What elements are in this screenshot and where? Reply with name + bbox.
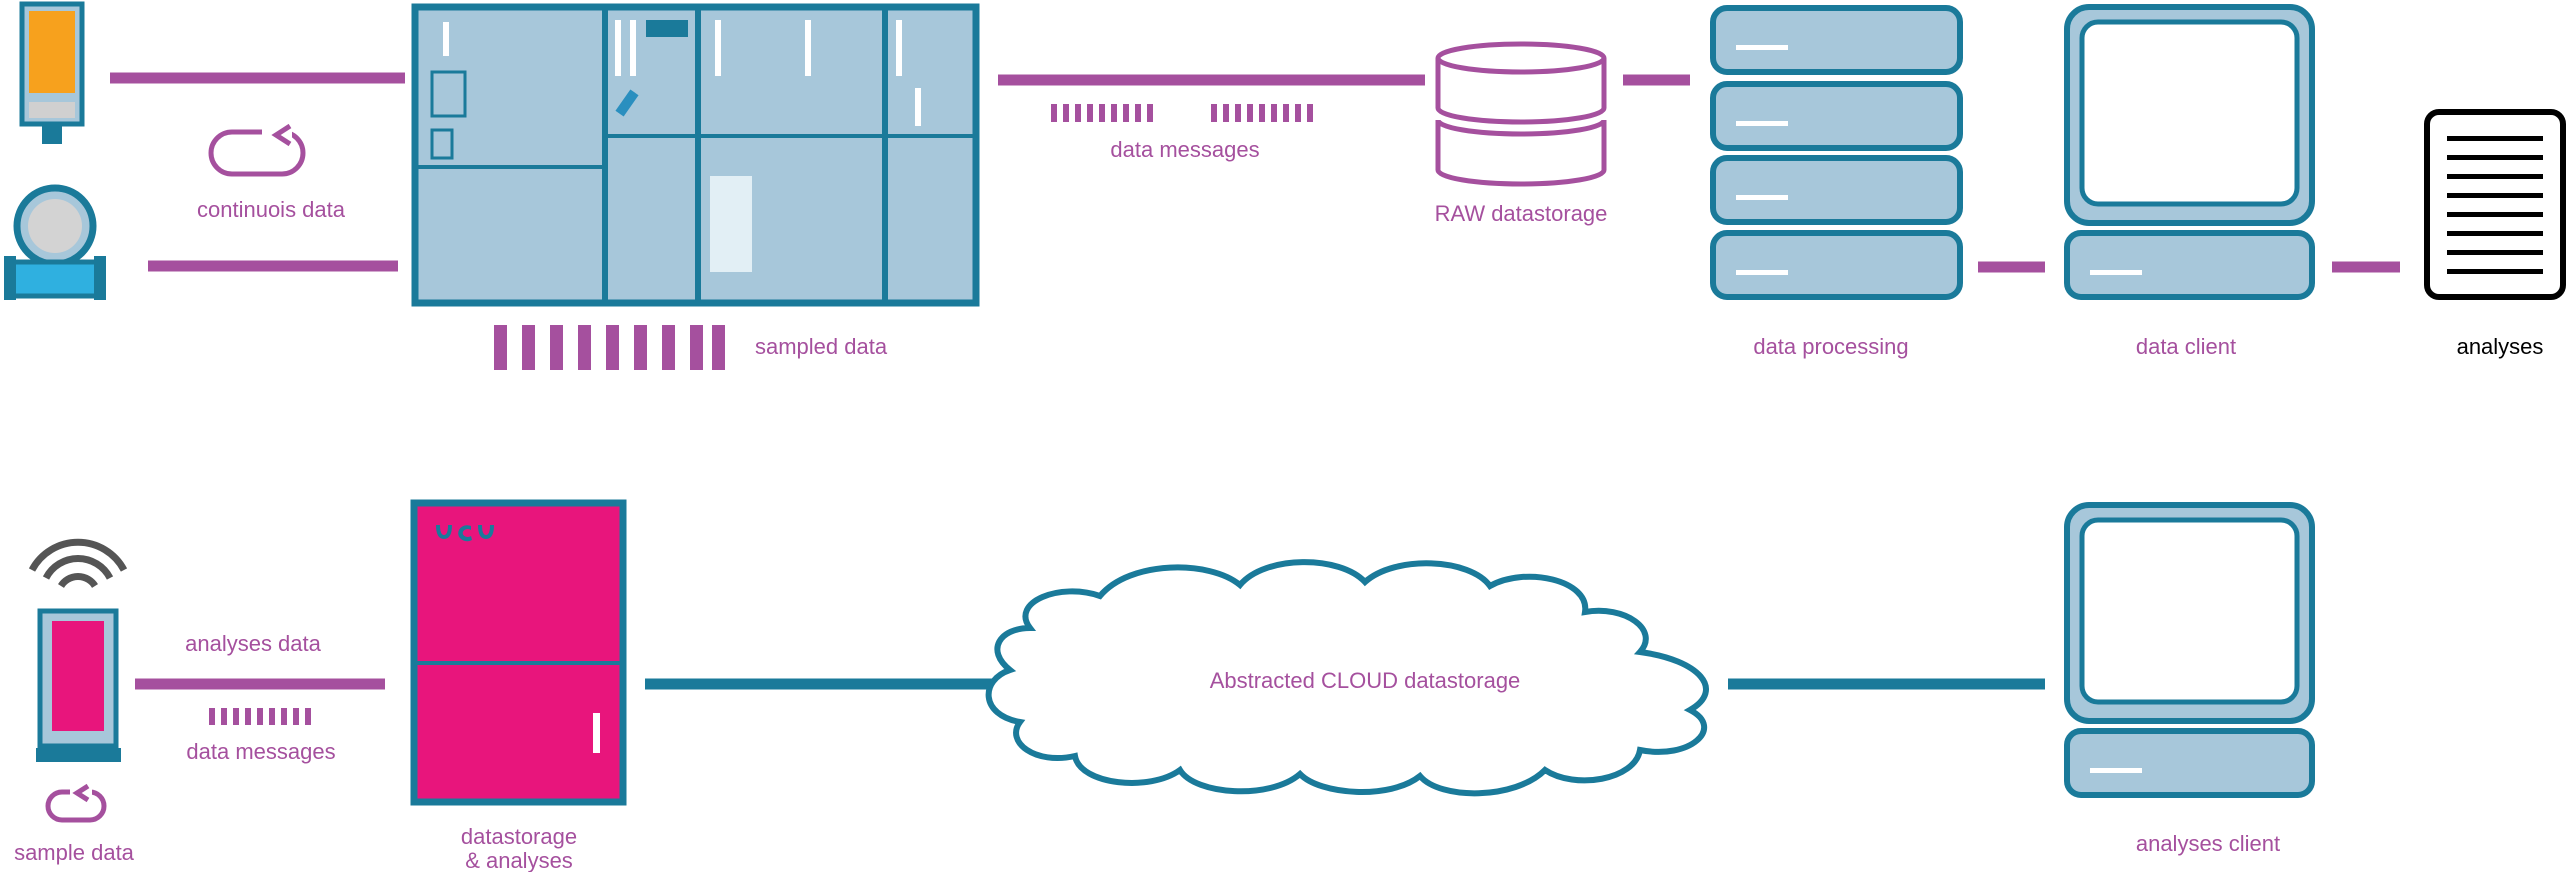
- sample-data-label: sample data: [14, 840, 135, 865]
- level-sensor-icon: [19, 1, 85, 144]
- continuous-data-label: continuois data: [197, 197, 346, 222]
- plc-rack-icon: [411, 3, 980, 307]
- data-processing-label: data processing: [1753, 334, 1908, 359]
- data-messages-dashes: [1051, 104, 1313, 122]
- datastorage-label-line2: & analyses: [465, 848, 573, 872]
- sample-loop-icon: [45, 789, 107, 823]
- analyses-document-icon: [2424, 109, 2566, 300]
- bottom-data-messages-label: data messages: [186, 739, 335, 764]
- sampled-data-bars: [494, 325, 725, 370]
- raw-datastorage-icon: [1435, 41, 1607, 187]
- wifi-icon: [28, 538, 128, 589]
- analyses-client-label: analyses client: [2136, 831, 2280, 856]
- bottom-data-messages-dashes: [209, 708, 311, 725]
- data-client-computer-icon: [2064, 4, 2315, 300]
- sample-loop-arrow-icon: [72, 783, 90, 803]
- loop-arrow-icon: [271, 123, 292, 147]
- analyses-label: analyses: [2457, 334, 2544, 359]
- data-messages-label: data messages: [1110, 137, 1259, 162]
- raw-datastorage-label: RAW datastorage: [1435, 201, 1608, 226]
- analyses-data-label: analyses data: [185, 631, 322, 656]
- analyses-client-computer-icon: [2064, 502, 2315, 798]
- server-stack-icon: [1710, 5, 1963, 300]
- cloud-icon: [985, 559, 1709, 797]
- loop-icon: [208, 129, 306, 177]
- flow-meter-icon: [4, 184, 106, 300]
- storage-cabinet-icon: [410, 499, 627, 806]
- sampled-data-label: sampled data: [755, 334, 888, 359]
- cabinet-logo-icon: [436, 525, 494, 542]
- wireless-sensor-icon: [36, 608, 121, 762]
- cloud-label: Abstracted CLOUD datastorage: [1210, 668, 1521, 693]
- data-client-label: data client: [2136, 334, 2236, 359]
- datastorage-label-line1: datastorage: [461, 824, 577, 849]
